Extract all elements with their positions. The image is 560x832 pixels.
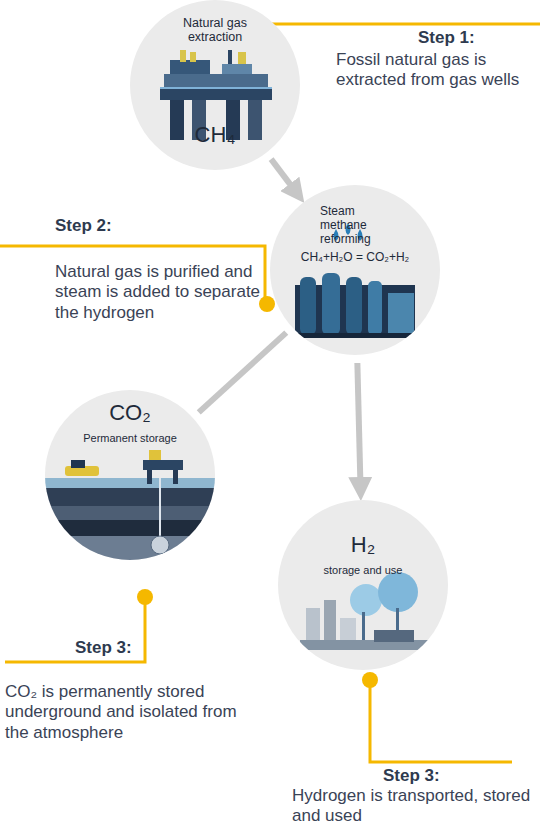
step-description: Natural gas is purified and steam is add… [55, 262, 270, 323]
step-heading: Step 3: [75, 638, 195, 658]
flow-arrow [199, 333, 287, 413]
process-circle: Steam methane reformingCH₄+H₂O = CO₂+H₂ [270, 185, 440, 355]
step-description: Hydrogen is transported, stored and used [292, 786, 554, 827]
step-description: CO₂ is permanently stored underground an… [5, 682, 255, 743]
node-title: H₂ [313, 532, 413, 557]
process-circle: H₂ storage and use [278, 500, 448, 670]
step-heading: Step 3: [383, 766, 503, 786]
node-subtitle: CH₄+H₂O = CO₂+H₂ [290, 251, 420, 265]
node-title: Natural gas extraction [155, 16, 275, 45]
process-circle: Natural gas extractionCH₄ [130, 0, 300, 170]
node-title: CO₂ [80, 400, 180, 425]
illustration [270, 185, 440, 355]
process-circle: CO₂ Permanent storage [45, 390, 215, 560]
illustration [278, 500, 448, 670]
step-heading: Step 2: [55, 216, 205, 236]
node-subtitle: CH₄ [165, 122, 265, 147]
node-title: Steam methane reforming [320, 205, 400, 246]
flow-arrow [271, 159, 299, 196]
flow-arrow [357, 363, 360, 492]
node-subtitle: Permanent storage [70, 432, 190, 445]
node-subtitle: storage and use [303, 564, 423, 577]
step-description: Fossil natural gas is extracted from gas… [336, 50, 556, 91]
step-heading: Step 1: [418, 28, 538, 48]
